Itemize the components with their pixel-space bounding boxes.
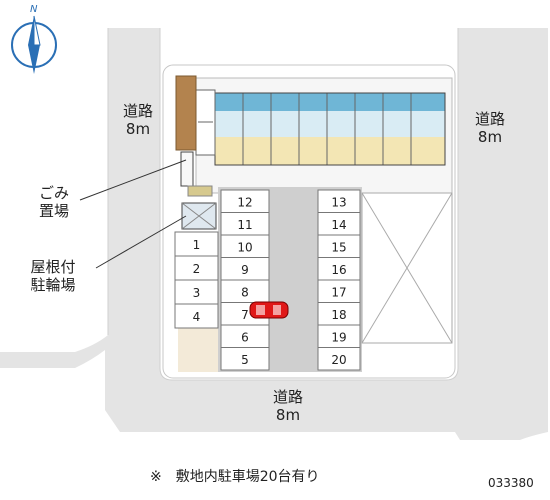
center-right-slot-number-20: 20	[331, 353, 346, 367]
center-left-slot-number-10: 10	[237, 240, 252, 254]
center-right-slot-number-16: 16	[331, 263, 346, 277]
center-right-slot-20	[317, 347, 361, 371]
road-west-label: 道路 8m	[122, 102, 153, 138]
center-left-slot-number-12: 12	[237, 195, 252, 209]
center-left-slot-number-5: 5	[241, 353, 249, 367]
center-right-slot-number-14: 14	[331, 218, 346, 232]
left-slot-number-1: 1	[193, 238, 201, 252]
leader-lines	[79, 159, 187, 269]
garbage-area-label: ごみ 置場	[38, 184, 69, 220]
left-slot-number-3: 3	[193, 286, 201, 300]
map-code: 033380	[488, 476, 534, 490]
center-left-slot-5	[220, 347, 270, 371]
open-space	[361, 192, 453, 344]
road-edges	[107, 28, 459, 381]
left-slot-1	[174, 231, 219, 257]
garbage-area-marker	[180, 151, 194, 187]
road-network	[0, 28, 548, 440]
center-left-slot-number-11: 11	[237, 218, 252, 232]
left-slot-2	[174, 255, 219, 281]
parking-slots-center-right: 13 14 15 16 17 18 19 20	[317, 189, 361, 371]
parking-slots-center-left: 12 11 10 9 8 7 6 5	[220, 189, 270, 371]
compass-icon: N	[11, 4, 57, 74]
road-south-label: 道路 8m	[272, 388, 303, 424]
center-right-slot-number-13: 13	[331, 195, 346, 209]
parked-car	[249, 301, 289, 319]
parking-note: ※ 敷地内駐車場20台有り	[150, 469, 320, 485]
left-slot-number-4: 4	[193, 310, 201, 324]
center-right-slot-number-17: 17	[331, 285, 346, 299]
center-right-slot-number-19: 19	[331, 330, 346, 344]
left-slot-number-2: 2	[193, 262, 201, 276]
left-slot-4	[174, 303, 219, 329]
compass-north-label: N	[30, 4, 38, 15]
parking-slots-left: 1 2 3 4	[174, 231, 219, 329]
center-right-slot-number-15: 15	[331, 240, 346, 254]
center-left-slot-number-7: 7	[241, 308, 249, 322]
bicycle-parking-label: 屋根付 駐輪場	[30, 258, 76, 294]
hedge	[175, 75, 197, 151]
center-left-slot-number-8: 8	[241, 285, 249, 299]
landscape-corner	[178, 327, 218, 372]
center-right-slot-number-18: 18	[331, 308, 346, 322]
center-left-slot-number-6: 6	[241, 330, 249, 344]
planter	[187, 185, 213, 197]
apartment-building	[195, 77, 453, 194]
center-left-slot-number-9: 9	[241, 263, 249, 277]
road-east-label: 道路 8m	[474, 110, 505, 146]
